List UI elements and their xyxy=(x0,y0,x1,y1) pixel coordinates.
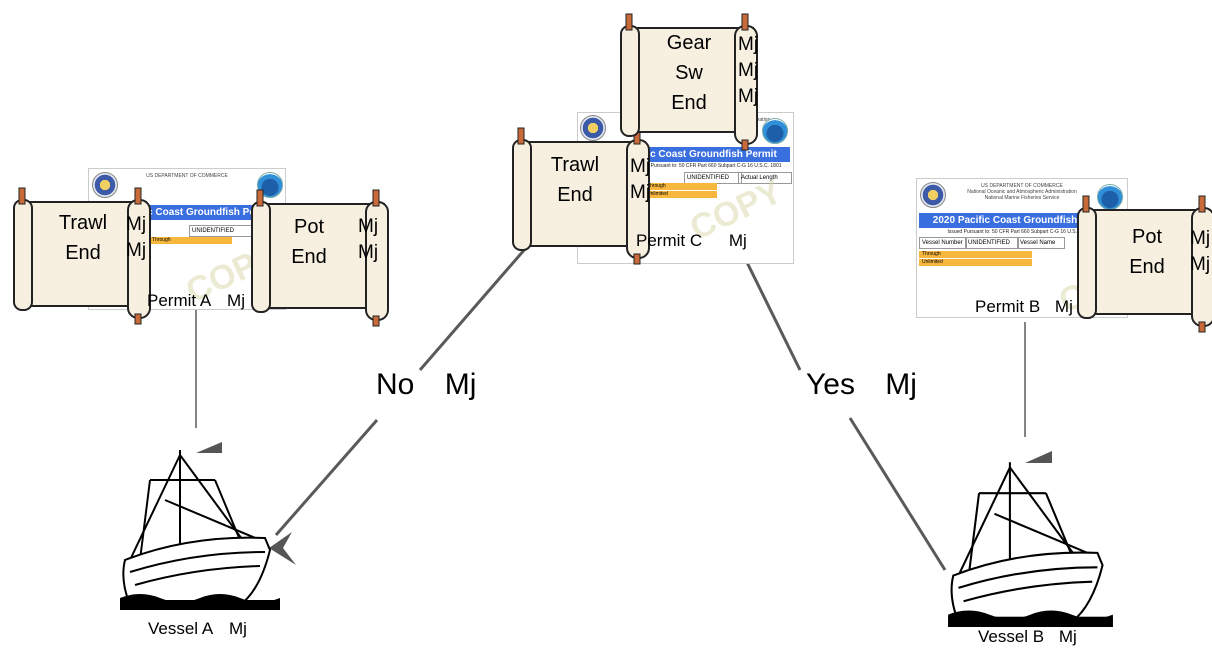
mj-mark: Mj xyxy=(1190,254,1211,275)
decision-text: Yes xyxy=(806,368,855,401)
permit-b-label: Permit B Mj xyxy=(975,298,1073,315)
mj-mark: Mj xyxy=(444,368,477,401)
arrowhead-vessel-a xyxy=(196,442,222,453)
arrowhead-no xyxy=(269,532,296,565)
permit-agency-line: National Oceanic and Atmospheric Adminis… xyxy=(967,189,1077,195)
commerce-seal-icon xyxy=(580,115,606,141)
scroll-line: Trawl xyxy=(58,212,108,234)
mj-mark: Mj xyxy=(126,240,147,261)
mj-mark: Mj xyxy=(229,619,247,638)
scroll-a-trawl-text: Trawl End xyxy=(48,208,118,268)
mj-mark: Mj xyxy=(885,368,917,401)
mj-mark: Mj xyxy=(1190,228,1211,249)
permit-title-bar: 2020 Pacific Coast Groundfish Permit xyxy=(919,213,1125,228)
scroll-line: End xyxy=(291,246,327,268)
permit-vessel-name: Vessel Name xyxy=(1017,237,1065,249)
permit-through: Through xyxy=(149,237,232,244)
vessel-a-ship-icon xyxy=(120,450,280,610)
permit-agency: US DEPARTMENT OF COMMERCE xyxy=(146,173,228,179)
scroll-a-pot-text: Pot End xyxy=(274,212,344,272)
mj-mark: Mj xyxy=(126,214,147,235)
permit-a-label: Permit A Mj xyxy=(147,292,245,309)
permit-name: Permit C xyxy=(636,231,703,250)
noaa-logo-icon xyxy=(762,118,788,144)
permit-unlimited: Unlimited xyxy=(644,191,717,198)
vessel-name: Vessel A xyxy=(148,619,213,638)
permit-agency: US DEPARTMENT OF COMMERCE National Ocean… xyxy=(917,179,1127,201)
permit-actual-length: Actual Length xyxy=(738,172,792,184)
mj-mark: Mj xyxy=(630,156,651,177)
permit-unlimited: Unlimited xyxy=(919,259,1032,266)
scroll-a-pot-mj: Mj Mj xyxy=(358,214,378,266)
permit-through: Through xyxy=(644,183,717,190)
permit-vessel-number: Vessel Number xyxy=(919,237,967,249)
permit-subtitle: Issued Pursuant to: 50 CFR Part 660 Subp… xyxy=(947,229,1095,235)
scroll-b-pot-mj: Mj Mj xyxy=(1190,226,1210,278)
mj-mark: Mj xyxy=(358,242,379,263)
scroll-a-trawl-mj: Mj Mj xyxy=(126,212,146,264)
arrow-yes-lower xyxy=(848,417,947,571)
vessel-b-label: Vessel B Mj xyxy=(978,628,1077,645)
permit-unidentified: UNIDENTIFIED xyxy=(965,237,1019,249)
commerce-seal-icon xyxy=(92,172,118,198)
vessel-name: Vessel B xyxy=(978,627,1045,646)
arrowhead-vessel-b xyxy=(1025,451,1052,463)
scroll-line: Trawl xyxy=(550,154,600,176)
scroll-c-gear-text: Gear Sw End xyxy=(654,28,724,118)
scroll-line: Sw xyxy=(675,62,703,84)
vessel-b-ship-icon xyxy=(948,462,1113,627)
decision-yes-label: Yes Mj xyxy=(806,368,917,402)
scroll-line: End xyxy=(557,184,593,206)
scroll-line: Gear xyxy=(666,32,712,54)
scroll-line: End xyxy=(1129,256,1165,278)
scroll-line: Pot xyxy=(293,216,325,238)
mj-mark: Mj xyxy=(738,34,759,55)
mj-mark: Mj xyxy=(1058,627,1077,646)
mj-mark: Mj xyxy=(227,291,245,310)
permit-c-label: Permit C Mj xyxy=(636,232,747,249)
permit-through: Through xyxy=(919,251,1032,258)
permit-agency-line: National Marine Fisheries Service xyxy=(984,195,1060,201)
permit-title-bar: ific Coast Groundfish Permit xyxy=(628,147,790,162)
scroll-c-gear-mj: Mj Mj Mj xyxy=(738,32,758,110)
scroll-c-trawl-text: Trawl End xyxy=(540,150,610,210)
permit-title-bar: ific Coast Groundfish Permit xyxy=(129,205,283,220)
permit-name: Permit A xyxy=(147,291,211,310)
mj-mark: Mj xyxy=(728,231,747,250)
permit-agency-line: US DEPARTMENT OF COMMERCE xyxy=(981,183,1063,189)
scroll-line: Pot xyxy=(1131,226,1163,248)
vessel-a-label: Vessel A Mj xyxy=(148,620,247,637)
scroll-line: End xyxy=(65,242,101,264)
scroll-line: End xyxy=(671,92,707,114)
arrow-no-lower xyxy=(274,419,379,536)
mj-mark: Mj xyxy=(358,216,379,237)
permit-name: Permit B xyxy=(975,297,1041,316)
decision-text: No xyxy=(376,368,415,401)
scroll-c-trawl-mj: Mj Mj xyxy=(630,154,650,206)
mj-mark: Mj xyxy=(738,60,759,81)
decision-no-label: No Mj xyxy=(376,368,476,402)
scroll-b-pot-text: Pot End xyxy=(1112,222,1182,282)
mj-mark: Mj xyxy=(1054,297,1073,316)
commerce-seal-icon xyxy=(920,182,946,208)
mj-mark: Mj xyxy=(630,182,651,203)
mj-mark: Mj xyxy=(738,86,759,107)
permit-subtitle: Issued Pursuant to: 50 CFR Part 660 Subp… xyxy=(634,163,782,169)
